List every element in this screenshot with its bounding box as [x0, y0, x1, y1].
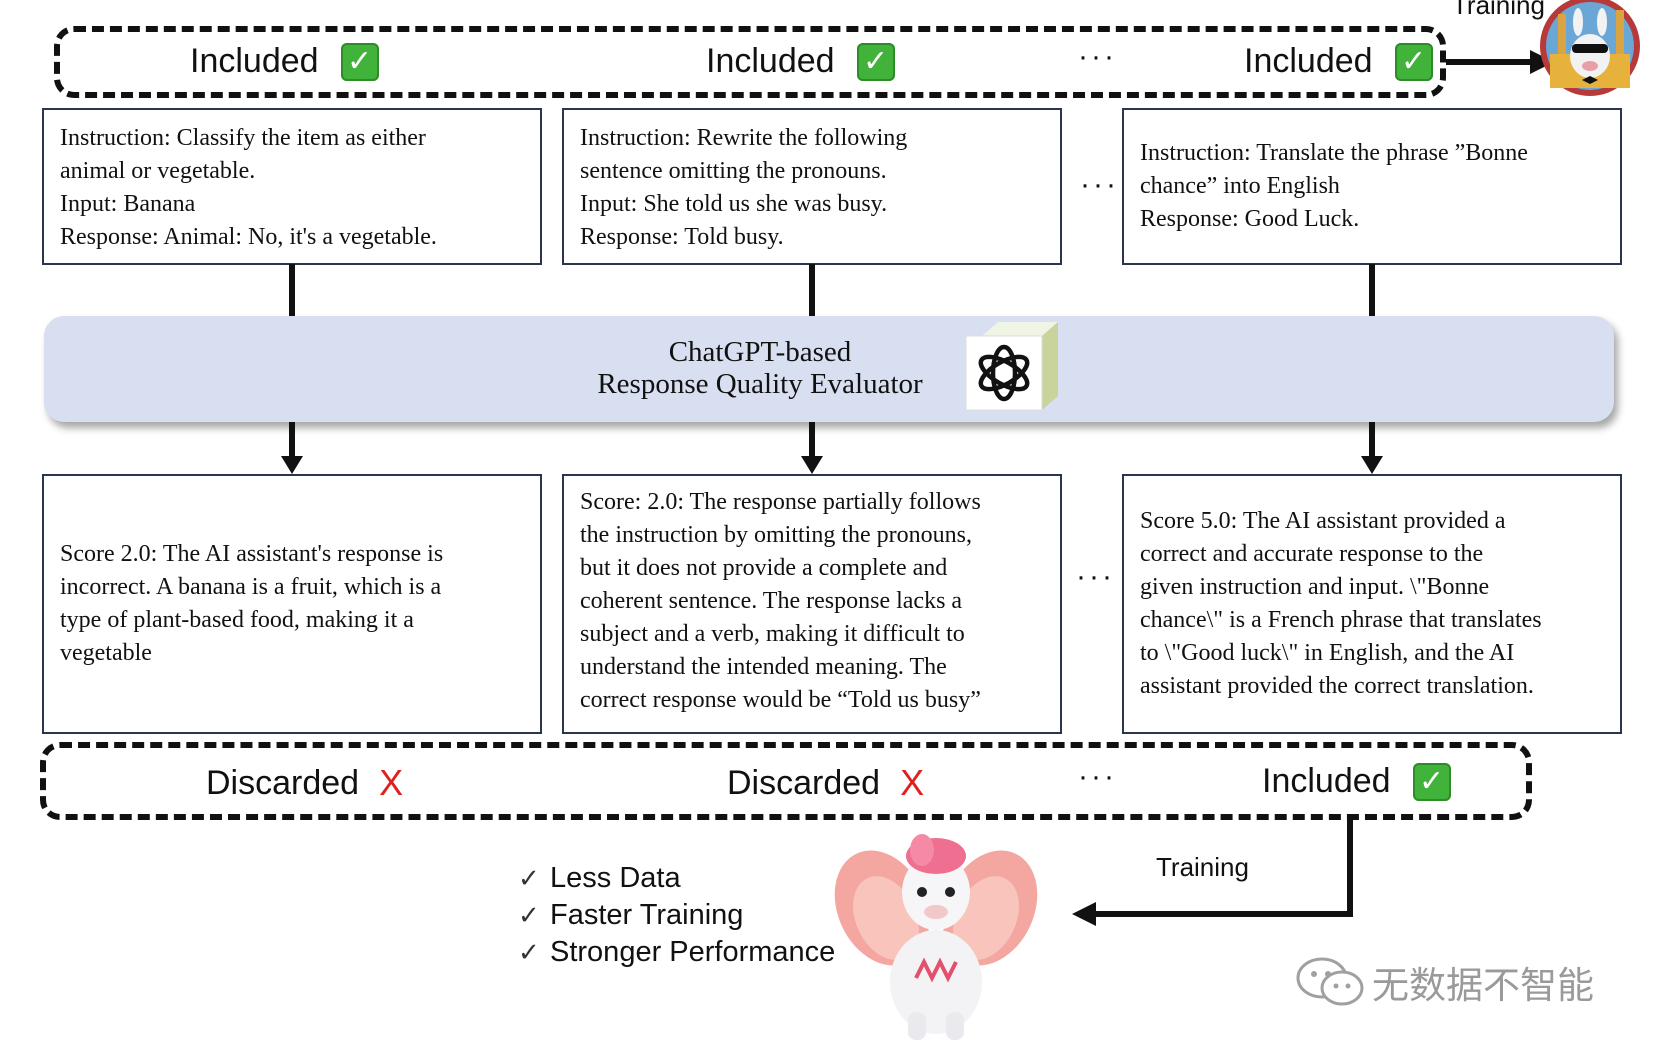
benefit-item: ✓ Stronger Performance	[518, 934, 835, 971]
benefit-item: ✓ Faster Training	[518, 897, 835, 934]
score-box-2: Score: 2.0: The response partially follo…	[562, 474, 1062, 734]
evaluator-panel	[44, 316, 1614, 422]
check-icon: ✓	[1394, 42, 1433, 81]
score-text-line: subject and a verb, making it difficult …	[580, 621, 965, 647]
check-icon: ✓	[340, 42, 379, 81]
example-text-line: Response: Animal: No, it's a vegetable.	[60, 224, 437, 250]
check-icon: ✓	[1412, 762, 1451, 801]
tick-icon: ✓	[518, 937, 540, 967]
llama-avatar-icon	[1540, 0, 1640, 96]
top-training-arrow	[1446, 50, 1554, 74]
benefit-item: ✓ Less Data	[518, 860, 835, 897]
example-text-line: Instruction: Translate the phrase ”Bonne	[1140, 140, 1528, 166]
example-box-2: Instruction: Rewrite the following sente…	[562, 108, 1062, 265]
wechat-icon	[1296, 957, 1364, 1006]
score-text-line: type of plant-based food, making it a	[60, 607, 414, 633]
example-text-line: animal or vegetable.	[60, 158, 256, 184]
score-text-line: vegetable	[60, 640, 152, 666]
example-box-3: Instruction: Translate the phrase ”Bonne…	[1122, 108, 1622, 265]
status-label: Included	[706, 42, 835, 80]
score-text-line: incorrect. A banana is a fruit, which is…	[60, 574, 442, 600]
example-text-line: Instruction: Classify the item as either	[60, 125, 426, 151]
score-text-line: correct response would be “Told us busy”	[580, 687, 981, 713]
top-included-frame	[54, 26, 1446, 98]
watermark: 无数据不智能	[1296, 955, 1594, 1009]
score-text-line: chance\" is a French phrase that transla…	[1140, 607, 1542, 633]
example-text-line: Input: Banana	[60, 191, 196, 217]
bottom-ellipsis: ···	[1078, 760, 1117, 793]
example-text-line: chance” into English	[1140, 173, 1340, 199]
example-text-line: sentence omitting the pronouns.	[580, 158, 887, 184]
score-text-line: correct and accurate response to the	[1140, 541, 1484, 567]
score-text-line: Score 2.0: The AI assistant's response i…	[60, 541, 444, 567]
alpaca-mascot-icon	[834, 834, 1038, 1040]
watermark-text: 无数据不智能	[1372, 965, 1594, 1006]
bottom-status-2: Discarded X	[727, 762, 924, 804]
benefits-list: ✓ Less Data ✓ Faster Training ✓ Stronger…	[518, 860, 835, 971]
openai-logo-icon	[965, 322, 1058, 411]
x-icon: X	[900, 762, 925, 803]
scores-ellipsis: ···	[1076, 560, 1115, 593]
score-text-line: assistant provided the correct translati…	[1140, 673, 1534, 699]
examples-ellipsis: ···	[1080, 168, 1119, 201]
score-text-line: understand the intended meaning. The	[580, 654, 947, 680]
score-text-line: Score: 2.0: The response partially follo…	[580, 489, 981, 515]
example-text-line: Instruction: Rewrite the following	[580, 125, 908, 151]
score-text-line: the instruction by omitting the pronouns…	[580, 522, 972, 548]
score-box-3: Score 5.0: The AI assistant provided a c…	[1122, 474, 1622, 734]
score-text-line: but it does not provide a complete and	[580, 555, 948, 581]
evaluator-title: ChatGPT-based Response Quality Evaluator	[540, 336, 980, 400]
example-text-line: Response: Told busy.	[580, 224, 784, 250]
bottom-status-3: Included ✓	[1262, 762, 1451, 801]
score-text-line: Score 5.0: The AI assistant provided a	[1140, 508, 1506, 534]
benefit-label: Faster Training	[550, 899, 744, 931]
connector-lines-upper	[289, 264, 1375, 318]
status-label: Discarded	[206, 763, 360, 802]
top-training-label: Training	[1452, 0, 1545, 20]
tick-icon: ✓	[518, 863, 540, 893]
connector-arrows-lower	[281, 422, 1383, 474]
top-ellipsis: ···	[1078, 40, 1117, 73]
benefit-label: Stronger Performance	[550, 936, 836, 968]
top-status-2: Included ✓	[706, 42, 895, 81]
score-text-line: to \"Good luck\" in English, and the AI	[1140, 640, 1515, 666]
evaluator-line-1: ChatGPT-based	[668, 336, 852, 368]
top-status-3: Included ✓	[1244, 42, 1433, 81]
example-text-line: Response: Good Luck.	[1140, 206, 1360, 232]
benefit-label: Less Data	[550, 862, 681, 894]
tick-icon: ✓	[518, 900, 540, 930]
status-label: Included	[1244, 42, 1373, 80]
status-label: Included	[1262, 762, 1391, 800]
status-label: Included	[190, 42, 319, 80]
bottom-training-label: Training	[1156, 852, 1249, 882]
example-text-line: Input: She told us she was busy.	[580, 191, 888, 217]
score-box-1: Score 2.0: The AI assistant's response i…	[42, 474, 542, 734]
bottom-status-frame	[40, 742, 1532, 820]
example-box-1: Instruction: Classify the item as either…	[42, 108, 542, 265]
score-text-line: coherent sentence. The response lacks a	[580, 588, 963, 614]
bottom-training-arrow	[1072, 816, 1353, 926]
check-icon: ✓	[856, 42, 895, 81]
score-text-line: given instruction and input. \"Bonne	[1140, 574, 1490, 600]
x-icon: X	[379, 762, 404, 803]
top-status-1: Included ✓	[190, 42, 379, 81]
bottom-status-1: Discarded X	[206, 762, 403, 804]
evaluator-line-2: Response Quality Evaluator	[597, 368, 923, 400]
status-label: Discarded	[727, 763, 881, 802]
